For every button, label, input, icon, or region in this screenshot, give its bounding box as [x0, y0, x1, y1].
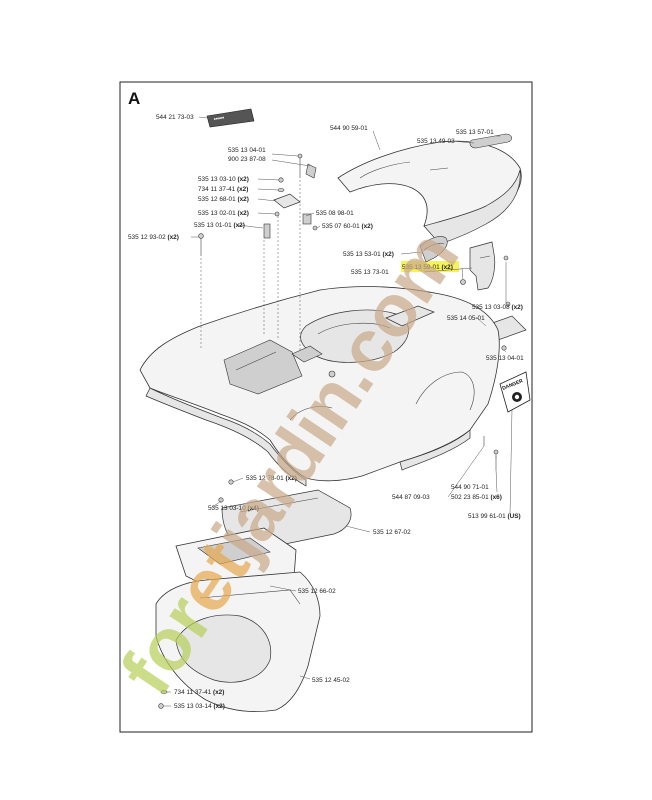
danger-decal: DANGER — [499, 371, 531, 413]
part-label-535-12-66-02: 535 12 66-02 — [298, 588, 336, 595]
part-label-900-23-87-08: 900 23 87-08 — [228, 156, 266, 163]
stop-button-block — [291, 213, 336, 378]
svg-text:▪▪▪▪▪: ▪▪▪▪▪ — [213, 115, 224, 123]
lid-handle — [469, 133, 512, 149]
part-label-535-12-45-02: 535 12 45-02 — [312, 677, 350, 684]
hinge-bracket — [460, 241, 509, 291]
front-bumper — [155, 571, 321, 712]
part-label-535-13-03-10: 535 13 03-10 (x2) — [198, 176, 249, 183]
section-letter: A — [128, 89, 140, 108]
top-lid-cover — [337, 140, 522, 245]
part-label-535-13-04-01-top: 535 13 04-01 — [228, 147, 266, 154]
highlight-marker — [401, 261, 459, 272]
part-label-544-90-59-01: 544 90 59-01 — [330, 125, 368, 132]
main-body-shell — [139, 286, 500, 487]
part-label-544-90-71-01: 544 90 71-01 — [451, 484, 489, 491]
part-label-535-13-03-14: 535 13 03-14 (x2) — [174, 703, 225, 710]
part-label-535-13-49-03: 535 13 49-03 — [417, 138, 455, 145]
part-label-535-08-98-01: 535 08 98-01 — [316, 210, 354, 217]
fastener-set-right — [483, 436, 499, 470]
part-label-535-13-03-08: 535 13 03-08 (x2) — [472, 304, 523, 311]
part-label-535-12-78-01: 535 12 78-01 (x2) — [246, 475, 297, 482]
fastener-set-left — [198, 153, 317, 350]
part-label-734-11-37-41-bottom: 734 11 37-41 (x2) — [174, 689, 224, 696]
part-label-535-12-93-02: 535 12 93-02 (x2) — [128, 234, 179, 241]
part-label-513-99-61-01: 513 99 61-01 (US) — [468, 513, 521, 520]
part-label-535-13-01-01: 535 13 01-01 (x2) — [194, 222, 245, 229]
part-label-535-07-60-01: 535 07 60-01 (x2) — [322, 223, 373, 230]
part-label-535-13-59-01: 535 13 59-01 (x2) — [402, 264, 453, 271]
part-label-544-21-73-03: 544 21 73-03 — [156, 114, 194, 121]
part-label-734-11-37-41: 734 11 37-41 (x2) — [198, 186, 248, 193]
decal-strip: ▪▪▪▪▪ — [206, 108, 255, 128]
part-label-535-13-04-01-right: 535 13 04-01 — [486, 355, 524, 362]
part-number-labels: 544 21 73-03 544 90 59-01 535 13 57-01 5… — [128, 114, 524, 710]
part-label-535-13-53-01: 535 13 53-01 (x2) — [343, 251, 394, 258]
part-label-535-13-73-01: 535 13 73-01 — [351, 269, 389, 276]
part-label-535-12-67-02: 535 12 67-02 — [373, 529, 411, 536]
part-label-535-13-03-10-x4: 535 13 03-10 (x4) — [208, 505, 259, 512]
diagram-frame — [119, 81, 533, 733]
part-label-502-23-85-01: 502 23 85-01 (x6) — [451, 494, 502, 501]
part-label-544-87-09-03: 544 87 09-03 — [392, 494, 430, 501]
part-label-535-13-57-01: 535 13 57-01 — [456, 129, 494, 136]
hinge-seal — [419, 236, 448, 263]
leader-lines — [164, 116, 513, 707]
part-label-535-12-68-01: 535 12 68-01 (x2) — [198, 196, 249, 203]
part-label-535-13-02-01: 535 13 02-01 (x2) — [198, 210, 249, 217]
part-label-535-14-05-01: 535 14 05-01 — [447, 315, 485, 322]
